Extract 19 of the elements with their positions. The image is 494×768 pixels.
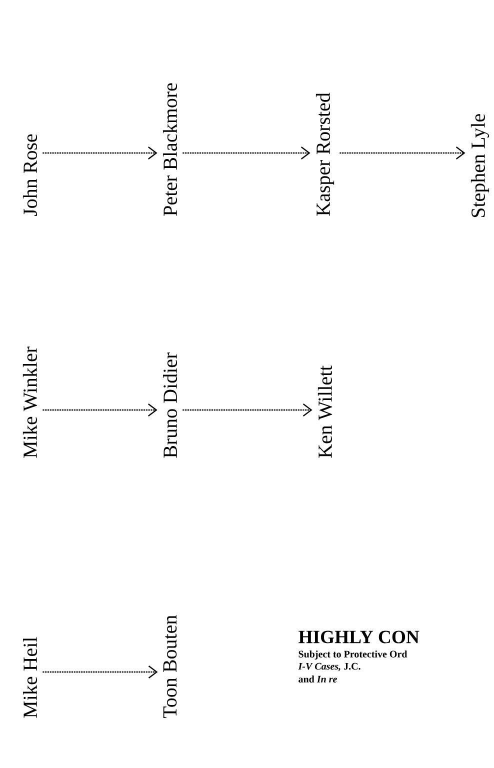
stamp-text: I-V Cases, J.C. xyxy=(298,662,360,672)
name-label: Peter Blackmore xyxy=(162,83,178,216)
stamp-text: Subject to Protective Ord xyxy=(298,650,408,660)
arrow xyxy=(182,404,312,416)
arrow xyxy=(182,146,310,160)
name-label: Toon Bouten xyxy=(163,615,177,718)
arrow xyxy=(42,146,158,160)
name-label: John Rose xyxy=(22,134,38,216)
name-label: Stephen Lyle xyxy=(470,114,490,218)
arrow xyxy=(42,666,158,678)
name-label: Bruno Didier xyxy=(162,352,178,458)
name-label: Mike Winkler xyxy=(22,346,38,458)
stamp-text: and In re xyxy=(298,675,337,683)
name-label: Ken Willett xyxy=(318,365,332,458)
arrow xyxy=(42,404,158,416)
stamp-text: HIGHLY CON xyxy=(298,630,420,644)
name-label: Kasper Rorsted xyxy=(316,92,334,216)
name-label: Mike Heil xyxy=(22,637,38,718)
arrow xyxy=(340,146,466,160)
